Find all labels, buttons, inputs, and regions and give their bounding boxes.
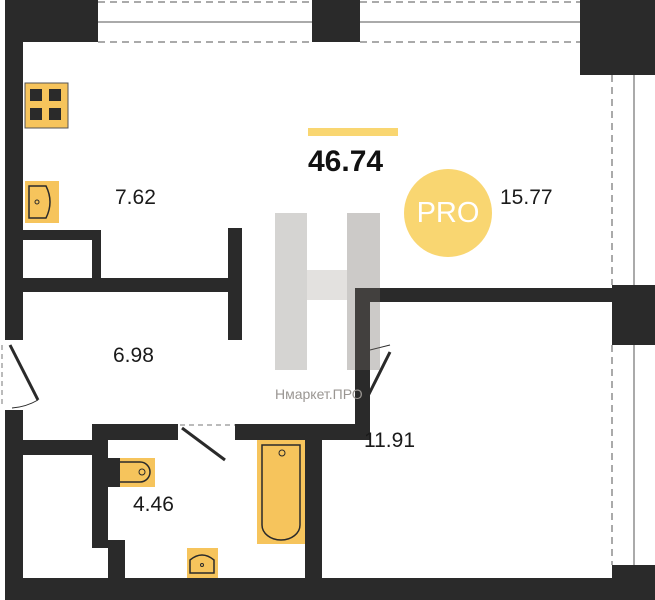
room-area-bedroom: 11.91 (364, 429, 415, 452)
windows (98, 1, 635, 565)
watermark-text: Нмаркет.ПРО (275, 386, 363, 402)
doors (1, 344, 392, 462)
bathroom-sink-icon (187, 548, 218, 578)
watermark-logo (275, 213, 380, 370)
room-area-hallway: 6.98 (113, 344, 154, 367)
room-area-bathroom: 4.46 (133, 493, 174, 516)
toilet-icon (108, 458, 155, 487)
room-area-kitchen: 7.62 (115, 186, 156, 209)
total-area-bar (308, 128, 398, 136)
bathtub-icon (257, 440, 305, 544)
total-area: 46.74 (308, 145, 384, 178)
walls (5, 0, 655, 600)
stove-icon (24, 82, 69, 129)
room-area-living-room: 15.77 (500, 186, 553, 209)
kitchen-sink-icon (25, 181, 59, 223)
pro-badge: PRO (404, 169, 492, 257)
